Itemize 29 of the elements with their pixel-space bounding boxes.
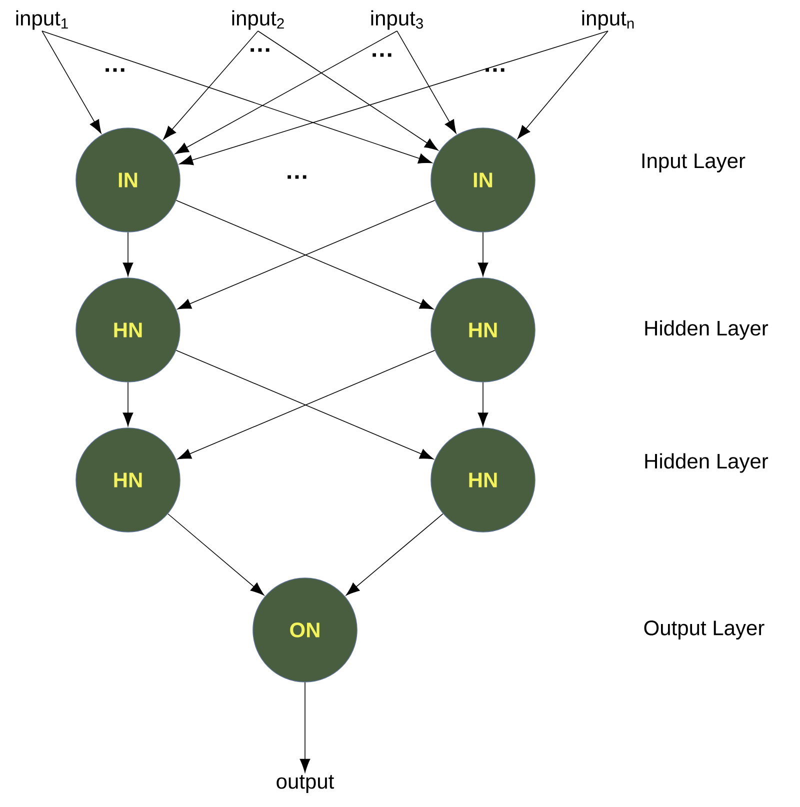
layer-label: Output Layer — [644, 620, 764, 640]
output-label: output — [276, 775, 334, 793]
ellipsis: … — [372, 53, 392, 57]
arrow — [42, 30, 432, 164]
arrow — [168, 513, 264, 596]
arrow — [179, 30, 608, 166]
layer-label: Hidden Layer — [645, 453, 768, 473]
arrow — [478, 232, 488, 276]
ellipsis: … — [288, 175, 306, 179]
arrow — [396, 30, 456, 134]
arrow — [122, 232, 134, 276]
arrow — [258, 30, 438, 151]
arrow — [163, 30, 258, 140]
layer-label: Hidden Layer — [645, 320, 768, 340]
arrow — [122, 382, 134, 426]
arrow — [42, 30, 102, 134]
input-label: input$_{2}$ — [232, 10, 284, 30]
input-label: input$_{1}$ — [16, 10, 68, 30]
arrow — [300, 682, 310, 773]
arrow — [346, 513, 444, 596]
ellipsis: … — [250, 48, 270, 52]
ellipsis: … — [486, 68, 504, 72]
arrow — [174, 30, 398, 154]
ellipsis: … — [106, 68, 124, 72]
input-label: input$_{n}$ — [582, 10, 634, 30]
arrow — [478, 382, 488, 426]
arrow — [517, 30, 608, 139]
input-label: input$_{3}$ — [371, 10, 423, 30]
layer-label: Input Layer — [642, 154, 746, 172]
